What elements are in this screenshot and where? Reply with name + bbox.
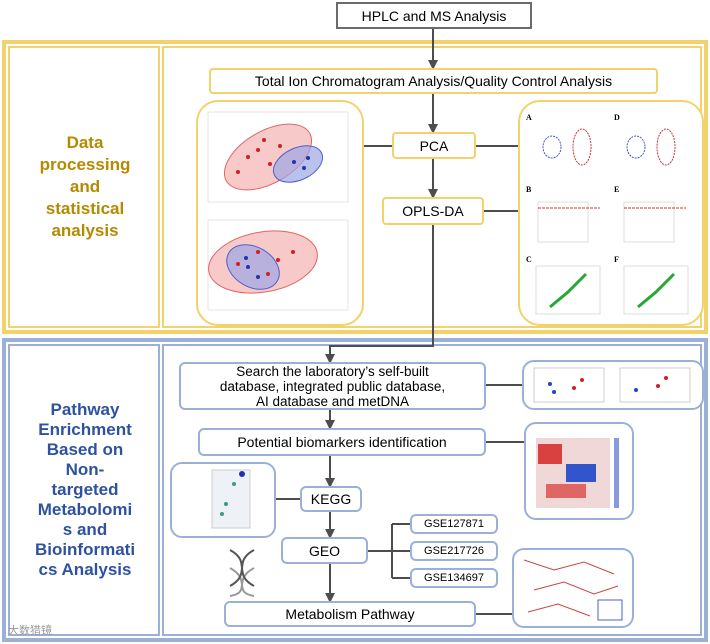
dna-helix-icon: [229, 549, 255, 597]
label-line: statistical: [45, 199, 125, 218]
volcano-plots-thumbnail: [522, 360, 704, 410]
label-line: Enrichment: [38, 420, 132, 439]
search-line-3: AI database and metDNA: [255, 393, 410, 409]
database-search-box: Search the laboratory’s self-built datab…: [179, 362, 486, 410]
opls-da-panels-thumbnail: A B C D E F: [518, 100, 704, 326]
tic-qc-box: Total Ion Chromatogram Analysis/Quality …: [209, 68, 658, 94]
label-line: Data: [66, 133, 104, 152]
search-line-1: Search the laboratory’s self-built: [236, 363, 429, 379]
panel-letter-c: C: [526, 255, 532, 264]
panel-letter-a: A: [526, 113, 532, 122]
label-line: processing: [39, 155, 131, 174]
geo-label: GEO: [308, 542, 341, 559]
biomarkers-label: Potential biomarkers identification: [237, 434, 447, 450]
panel-letter-d: D: [614, 113, 620, 122]
geo-box: GEO: [281, 537, 368, 564]
gse127871-box: GSE127871: [410, 514, 498, 534]
pathway-label-panel: [8, 344, 160, 636]
opls-da-box: OPLS-DA: [382, 197, 484, 225]
search-line-2: database, integrated public database,: [219, 378, 446, 394]
data-processing-title: Data processing and statistical analysis: [20, 132, 150, 242]
heatmap-image: [536, 438, 619, 508]
hplc-ms-box: HPLC and MS Analysis: [336, 2, 532, 29]
kegg-box: KEGG: [300, 486, 362, 512]
pathway-map-thumbnail: [512, 548, 634, 628]
label-line: Based on: [46, 440, 124, 459]
watermark: 大数猎镜: [8, 622, 52, 638]
panel-letter-f: F: [614, 255, 619, 264]
panel-letter-b: B: [526, 185, 532, 194]
gse134697-label: GSE134697: [424, 572, 484, 584]
pca-score-plots-thumbnail: [196, 100, 364, 326]
pca-score-plots-image: [207, 111, 349, 311]
arrow-opls-search: [325, 224, 434, 364]
label-line: analysis: [51, 221, 119, 240]
watermark-text: 大数猎镜: [8, 624, 52, 637]
kegg-bubble-plot-thumbnail: [170, 462, 276, 538]
metabolism-pathway-box: Metabolism Pathway: [224, 601, 476, 627]
label-line: Pathway: [50, 400, 120, 419]
hplc-ms-label: HPLC and MS Analysis: [361, 7, 507, 24]
label-line: targeted: [51, 480, 119, 499]
gse217726-box: GSE217726: [410, 541, 498, 561]
opls-da-label: OPLS-DA: [402, 203, 464, 219]
label-line: s and: [62, 520, 108, 539]
tic-qc-label: Total Ion Chromatogram Analysis/Quality …: [254, 73, 613, 89]
pathway-map-image: [523, 559, 623, 621]
gse134697-box: GSE134697: [410, 568, 498, 588]
pca-box: PCA: [392, 132, 476, 159]
data-processing-section: [2, 40, 708, 334]
data-processing-label-panel: [8, 46, 160, 328]
label-line: cs Analysis: [38, 560, 132, 579]
biomarkers-box: Potential biomarkers identification: [198, 428, 486, 456]
gse127871-label: GSE127871: [424, 518, 484, 530]
label-line: and: [69, 177, 101, 196]
volcano-plots-image: [533, 367, 691, 403]
gse217726-label: GSE217726: [424, 545, 484, 557]
label-line: Metabolomi: [37, 500, 133, 519]
panel-letter-e: E: [614, 185, 619, 194]
kegg-bubble-plot-image: [211, 469, 251, 529]
opls-da-panels-image: A B C D E F: [526, 113, 689, 315]
heatmap-thumbnail: [524, 422, 634, 520]
pca-label: PCA: [419, 137, 449, 154]
pathway-enrichment-title: Pathway Enrichment Based on Non- targete…: [16, 400, 154, 580]
pathway-section: [2, 338, 708, 642]
kegg-label: KEGG: [310, 491, 352, 507]
label-line: Bioinformati: [34, 540, 136, 559]
label-line: Non-: [65, 460, 105, 479]
metabolism-pathway-label: Metabolism Pathway: [285, 606, 415, 622]
